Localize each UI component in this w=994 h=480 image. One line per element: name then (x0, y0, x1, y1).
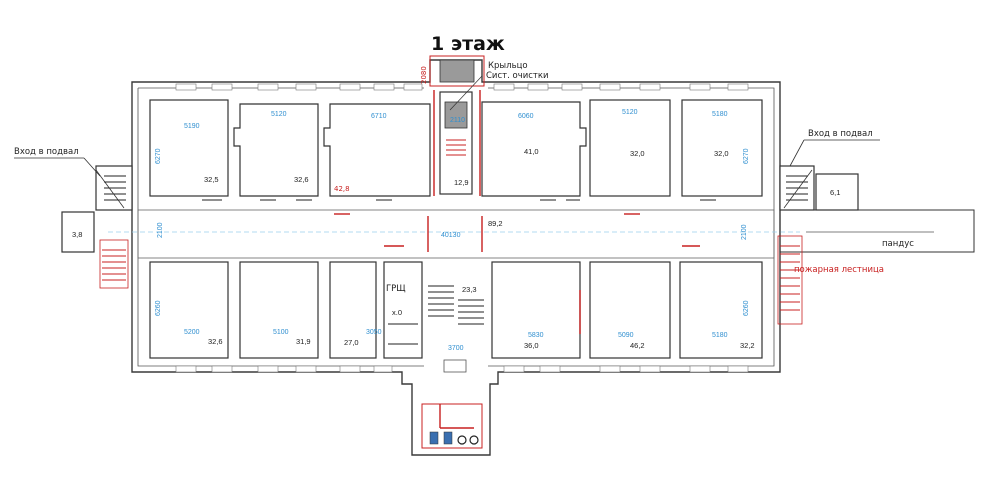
room-top-1 (149, 99, 229, 197)
area-corridor: 89,2 (488, 219, 503, 228)
doors-top (202, 199, 716, 215)
dim-depth-2: 6270 (743, 148, 750, 164)
rooms-top (149, 99, 763, 197)
room-bottom-6 (679, 261, 763, 359)
area-top-5: 32,0 (630, 149, 645, 158)
area-bottom-4: 36,0 (524, 341, 539, 350)
dim-porch-w: 2110 (450, 117, 465, 124)
dim-depth-3: 6260 (155, 300, 162, 316)
fire-stairs (777, 235, 803, 325)
room-bottom-1 (149, 261, 229, 359)
bottom-annex (421, 403, 483, 449)
label-cleaning: Сист. очистки (486, 71, 549, 81)
dim-bottom-2: 5100 (273, 329, 289, 336)
porch (429, 55, 485, 111)
room-bottom-4 (491, 261, 581, 359)
area-bottom-1: 32,6 (208, 337, 223, 346)
area-top-1: 32,5 (204, 175, 219, 184)
right-annex (777, 139, 975, 325)
dim-corridor-len: 40130 (441, 232, 461, 239)
dim-top-4: 6060 (518, 113, 534, 120)
floor-title: 1 этаж (431, 33, 505, 55)
dim-top-2: 5120 (271, 111, 287, 118)
rooms-bottom (149, 245, 763, 359)
area-bottom-3: 27,0 (344, 338, 359, 347)
dim-corridor-w: 2100 (157, 222, 164, 238)
area-left-annex: 3,8 (72, 230, 82, 239)
windows-bottom (175, 365, 749, 373)
stair-center (428, 285, 484, 373)
label-basement-left: Вход в подвал (14, 147, 79, 157)
room-bottom-5 (589, 261, 671, 359)
windows-top (175, 83, 749, 91)
room-top-2 (233, 103, 319, 197)
label-fire-stairs: пожарная лестница (794, 265, 884, 275)
left-small-room (61, 211, 95, 253)
dim-porch-h: 2080 (420, 66, 428, 84)
area-top-2: 32,6 (294, 175, 309, 184)
dim-corridor-w-right: 2100 (741, 224, 748, 240)
area-top-4: 41,0 (524, 147, 539, 156)
dim-bottom-5: 5090 (618, 332, 634, 339)
room-top-3 (323, 103, 431, 197)
label-basement-right: Вход в подвал (808, 129, 873, 139)
stair-top (427, 90, 483, 252)
room-top-4 (481, 101, 587, 197)
label-grshch: ГРЩ (386, 284, 406, 294)
dim-bottom-4: 5830 (528, 332, 544, 339)
dim-top-6: 5180 (712, 111, 728, 118)
area-bottom-5: 46,2 (630, 341, 645, 350)
room-top-6 (681, 99, 763, 197)
area-top-6: 32,0 (714, 149, 729, 158)
dim-bottom-6: 5180 (712, 332, 728, 339)
room-bottom-2 (239, 261, 319, 359)
label-porch: Крыльцо (488, 61, 528, 71)
label-grshch-no: х.0 (392, 308, 402, 317)
dim-top-3: 6710 (371, 113, 387, 120)
area-bottom-6: 32,2 (740, 341, 755, 350)
area-stair-top: 12,9 (454, 178, 469, 187)
cleaning-system (444, 101, 468, 129)
dim-top-1: 5190 (184, 123, 200, 130)
ramp (779, 209, 975, 253)
area-stair-bottom: 23,3 (462, 285, 477, 294)
room-bottom-3 (329, 261, 377, 359)
label-ramp: пандус (882, 239, 914, 249)
dim-depth-4: 6260 (743, 300, 750, 316)
area-bottom-2: 31,9 (296, 337, 311, 346)
dim-top-5: 5120 (622, 109, 638, 116)
room-top-5 (589, 99, 671, 197)
left-annex (14, 157, 133, 289)
dim-bottom-center: 3700 (448, 345, 464, 352)
dim-bottom-1: 5200 (184, 329, 200, 336)
area-top-3: 42,8 (334, 185, 350, 193)
area-right-annex: 6,1 (830, 188, 840, 197)
dim-depth-1: 6270 (155, 148, 162, 164)
room-grshch (383, 261, 423, 359)
corridor (137, 209, 775, 259)
dim-bottom-3: 3050 (366, 329, 382, 336)
